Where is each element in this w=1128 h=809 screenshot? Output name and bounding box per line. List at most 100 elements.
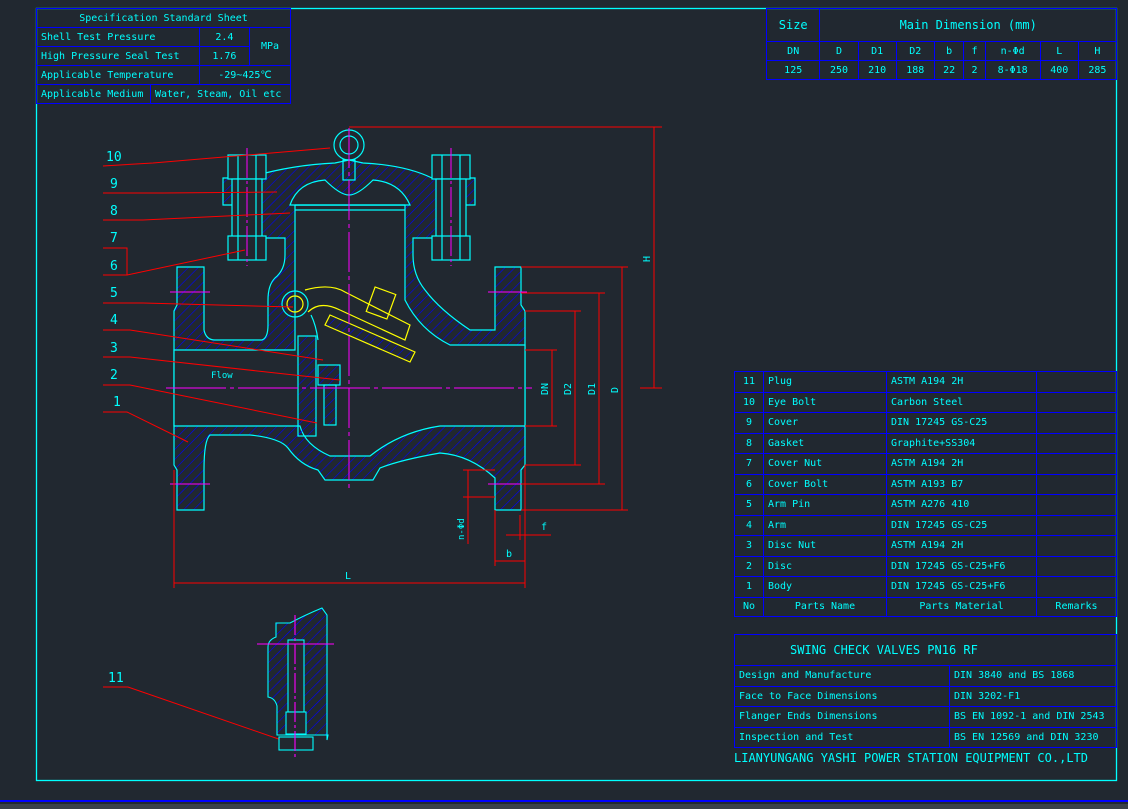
disc [297,335,341,437]
standard-label: Design and Manufacture [734,665,950,687]
spec-value: -29~425℃ [198,65,292,85]
dim-nd-label: n-Φd [457,518,467,540]
standard-label: Face to Face Dimensions [734,685,950,707]
callout-11: 11 [108,671,124,686]
cover-bolts [227,154,471,261]
arm-pin [281,290,309,318]
company-name: LIANYUNGANG YASHI POWER STATION EQUIPMEN… [734,751,1089,765]
part-remarks [1036,371,1117,393]
part-material: Carbon Steel [886,391,1037,413]
dim-d-label: D [610,387,621,393]
spec-sheet-table: Specification Standard Sheet Shell Test … [36,8,292,104]
part-name: Gasket [763,432,887,454]
part-name: Arm [763,514,887,536]
callout-9: 9 [110,177,118,192]
part-remarks [1036,514,1117,536]
spec-value: Water, Steam, Oil etc [150,84,291,104]
standard-value: BS EN 12569 and DIN 3230 [949,726,1117,748]
part-material: ASTM A194 2H [886,535,1037,557]
callout-10: 10 [106,150,122,165]
part-no: 3 [734,535,764,557]
callout-1: 1 [113,395,121,410]
dimension-value: 188 [895,60,935,80]
callout-6: 6 [110,259,118,274]
valve-title: SWING CHECK VALVES PN16 RF [734,634,1117,666]
spec-label: Applicable Medium [36,84,151,104]
parts-header-remarks: Remarks [1036,596,1117,617]
part-remarks [1036,535,1117,557]
part-name: Plug [763,371,887,393]
part-name: Cover Nut [763,453,887,475]
dimension-header: n-Φd [984,41,1041,61]
status-strip [0,804,1128,809]
standard-value: BS EN 1092-1 and DIN 2543 [949,706,1117,728]
dimension-header: f [963,41,986,61]
part-remarks [1036,432,1117,454]
dimension-value: 8-Φ18 [984,60,1041,80]
part-material: DIN 17245 GS-C25+F6 [886,555,1037,577]
part-material: ASTM A194 2H [886,453,1037,475]
dimension-header: D [819,41,859,61]
part-name: Eye Bolt [763,391,887,413]
part-name: Arm Pin [763,494,887,516]
dimension-lines [173,126,662,588]
dimension-header: DN [765,41,821,61]
dimension-value: 400 [1039,60,1079,80]
callout-3: 3 [110,341,118,356]
spec-unit: MPa [248,27,292,66]
part-no: 10 [734,391,764,413]
callout-leaders [102,147,341,745]
dimension-header: H [1077,41,1118,61]
part-material: DIN 17245 GS-C25+F6 [886,576,1037,598]
part-name: Disc [763,555,887,577]
spec-label: Applicable Temperature [36,65,200,85]
standard-value: DIN 3202-F1 [949,685,1117,707]
part-remarks [1036,453,1117,475]
part-no: 5 [734,494,764,516]
part-no: 9 [734,412,764,434]
standard-label: Flanger Ends Dimensions [734,706,950,728]
dimension-value: 210 [857,60,897,80]
parts-header-material: Parts Material [886,596,1037,617]
dimension-value: 22 [933,60,965,80]
dimension-header: D2 [895,41,935,61]
dim-d1-label: D1 [587,383,598,395]
dimension-value: 285 [1077,60,1118,80]
centerlines [166,128,532,488]
main-dimension-title: Main Dimension (mm) [819,8,1117,42]
callout-8: 8 [110,204,118,219]
dimension-value: 125 [765,60,821,80]
part-remarks [1036,555,1117,577]
parts-header-name: Parts Name [763,596,887,617]
part-material: Graphite+SS304 [886,432,1037,454]
part-name: Cover Bolt [763,473,887,495]
spec-label: High Pressure Seal Test [36,46,200,66]
size-label: Size [765,8,821,42]
spec-value: 2.4 [198,27,250,47]
part-name: Cover [763,412,887,434]
bottom-border [0,800,1128,802]
part-material: ASTM A194 2H [886,371,1037,393]
part-material: DIN 17245 GS-C25 [886,514,1037,536]
drawing-frame [35,7,1118,782]
part-remarks [1036,473,1117,495]
part-material: DIN 17245 GS-C25 [886,412,1037,434]
dimension-header: L [1039,41,1079,61]
part-no: 4 [734,514,764,536]
part-material: ASTM A193 B7 [886,473,1037,495]
part-name: Disc Nut [763,535,887,557]
